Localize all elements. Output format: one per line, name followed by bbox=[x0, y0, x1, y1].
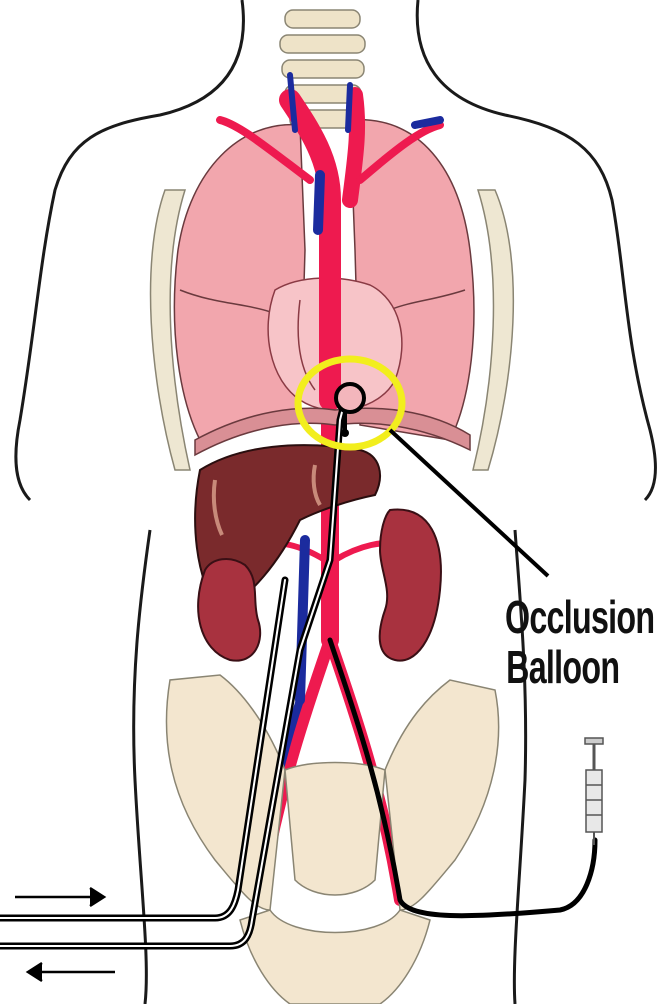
callout-line-2: Balloon bbox=[505, 642, 621, 692]
syringe-icon bbox=[585, 738, 603, 845]
callout-line-1: Occlusion bbox=[505, 592, 621, 642]
occlusion-balloon-label: Occlusion Balloon bbox=[505, 592, 621, 692]
pelvis bbox=[166, 675, 498, 1004]
arrow-right-icon bbox=[15, 888, 104, 906]
arrow-left-icon bbox=[28, 963, 115, 981]
